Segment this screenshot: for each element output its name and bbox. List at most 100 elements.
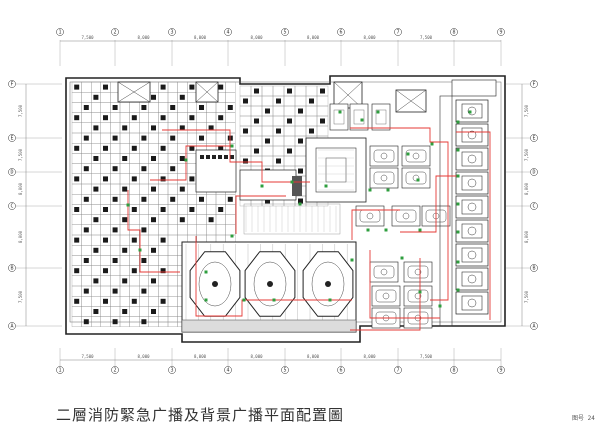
light-panel	[93, 156, 99, 161]
ceiling-tile	[100, 194, 111, 205]
column-bubble	[394, 28, 402, 36]
ceiling-tile	[148, 285, 159, 297]
ceiling-tile	[148, 316, 159, 327]
ceiling-tile	[71, 163, 82, 174]
light-panel	[83, 227, 89, 233]
ceiling-tile	[158, 92, 169, 103]
small-room	[349, 103, 369, 131]
ceiling-tile	[119, 255, 130, 266]
column-label: 4	[226, 30, 229, 36]
speaker-marker	[242, 298, 246, 302]
private-room	[401, 145, 431, 167]
light-panel	[254, 88, 259, 94]
ceiling-tile	[239, 145, 252, 157]
drawing-stamp: 图号 24	[572, 415, 595, 422]
ceiling-tile	[167, 224, 178, 236]
column-bubble	[168, 28, 176, 36]
ceiling-tile	[91, 173, 101, 185]
column-label: 1	[58, 368, 61, 374]
ceiling-tile	[81, 245, 92, 256]
shaft-cross	[117, 81, 151, 103]
light-panel	[160, 268, 166, 274]
fixture	[206, 155, 210, 159]
ceiling-tile	[110, 245, 121, 256]
column-label: 5	[283, 30, 286, 36]
light-panel	[179, 94, 185, 100]
broadcast-cables	[127, 127, 491, 331]
column-bubble	[337, 366, 345, 374]
ceiling-tile	[215, 132, 226, 144]
column-label: 8	[452, 30, 455, 36]
light-panel	[141, 105, 147, 110]
row-bubble	[530, 134, 538, 142]
side-room-light	[467, 106, 477, 116]
room-light	[412, 152, 420, 160]
ceiling-tile	[119, 316, 130, 327]
ceiling-tile	[91, 285, 101, 297]
side-room-light	[467, 178, 477, 188]
speaker-marker	[400, 256, 404, 260]
bottom-dimension-text: 7,500	[420, 354, 433, 359]
row-label: D	[10, 170, 13, 176]
side-room-light	[467, 274, 477, 284]
ceiling-tile	[129, 132, 140, 144]
ceiling-tile	[119, 112, 130, 123]
room-ceiling	[375, 289, 397, 303]
row-dimension-text: 7,500	[18, 148, 23, 161]
light-panel	[83, 288, 89, 294]
light-panel	[112, 258, 118, 263]
speaker-marker	[456, 174, 460, 178]
light-panel	[189, 84, 195, 90]
broadcast-cable	[456, 131, 491, 320]
ceiling-tile	[81, 122, 92, 134]
ceiling-tile	[110, 214, 121, 225]
ceiling-tile	[71, 183, 82, 195]
ceiling-tile	[305, 105, 318, 117]
speaker-marker	[456, 202, 460, 206]
bottom-dimension-text: 7,500	[81, 354, 94, 359]
fixture	[224, 155, 228, 159]
ceiling-tile	[148, 234, 159, 246]
ceiling-tile	[71, 306, 82, 317]
ceiling-tile	[294, 85, 307, 97]
light-panel	[243, 98, 248, 104]
light-panel	[141, 196, 147, 202]
speaker-marker	[406, 152, 410, 156]
light-panel	[189, 115, 195, 121]
ceiling-tile	[215, 194, 226, 205]
ceiling-tile	[158, 316, 169, 327]
ceiling-tile	[129, 153, 140, 164]
ceiling-tile	[81, 183, 92, 195]
light-panel	[112, 288, 118, 294]
building-outline	[65, 75, 506, 343]
ceiling-tile	[100, 183, 111, 195]
ceiling-tile	[187, 183, 197, 195]
ceiling-tile	[187, 132, 197, 144]
ceiling-tile	[196, 204, 207, 215]
broadcast-cable	[350, 127, 449, 301]
ceiling-tile	[187, 153, 197, 164]
ceiling-tile	[215, 122, 226, 134]
ceiling-tile	[110, 265, 121, 276]
column-bubble	[56, 366, 64, 374]
light-panel	[298, 108, 303, 114]
light-panel	[170, 166, 176, 172]
light-panel	[112, 105, 118, 110]
column-bubble	[337, 28, 345, 36]
room-light	[380, 174, 388, 182]
light-panel	[179, 125, 185, 131]
column-label: 6	[339, 30, 342, 36]
ceiling-tile	[110, 234, 121, 246]
row-label: B	[10, 266, 13, 272]
ceiling-tile	[187, 214, 197, 225]
ceiling-tile	[139, 234, 149, 246]
ceiling-tile	[71, 92, 82, 103]
bottom-dimension-text: 8,000	[307, 354, 320, 359]
ceiling-tile	[81, 153, 92, 164]
light-panel	[179, 156, 185, 161]
ceiling-tile	[91, 224, 101, 236]
speaker-marker	[230, 234, 234, 238]
ceiling-tile	[139, 214, 149, 225]
column-label: 9	[499, 30, 502, 36]
ceiling-tile	[91, 296, 101, 307]
